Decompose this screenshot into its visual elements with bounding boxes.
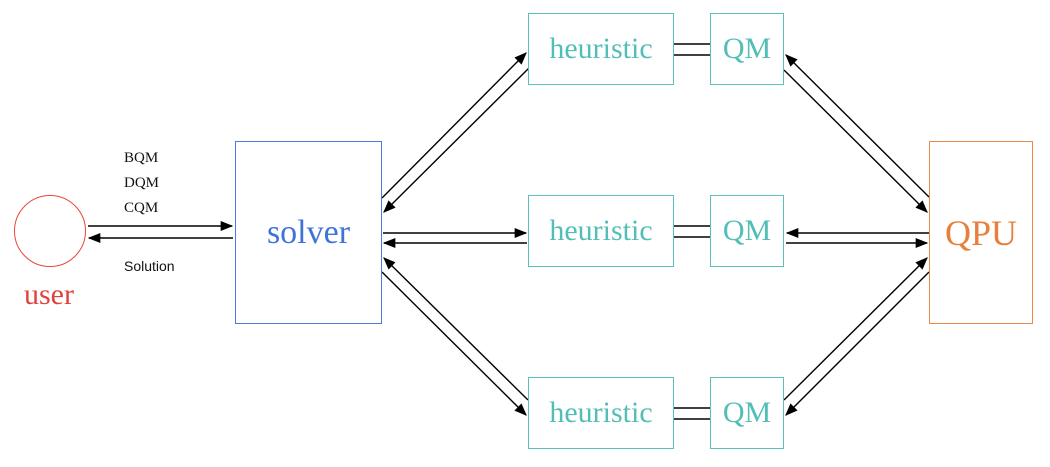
qm-box-middle: QM	[710, 195, 784, 267]
arrow-solver-to-top-heuristic	[381, 52, 527, 199]
arrow-top-qm-to-qpu	[783, 69, 928, 213]
heuristic-box-bottom: heuristic	[528, 377, 674, 449]
qpu-box: QPU	[929, 141, 1033, 324]
qm-label: QM	[722, 32, 772, 65]
arrow-qpu-to-top-qm	[785, 54, 930, 198]
qm-box-bottom: QM	[710, 377, 784, 449]
heuristic-label: heuristic	[549, 214, 653, 247]
input-label-bqm: BQM	[124, 150, 159, 166]
qm-box-top: QM	[710, 13, 784, 85]
arrow-qpu-to-bot-qm	[785, 271, 930, 416]
user-label: user	[24, 278, 74, 311]
qm-label: QM	[722, 214, 772, 247]
heuristic-label: heuristic	[549, 396, 653, 429]
heuristic-box-middle: heuristic	[528, 195, 674, 267]
arrow-bot-qm-to-qpu	[783, 257, 928, 401]
output-label-solution: Solution	[124, 258, 175, 274]
heuristic-label: heuristic	[549, 32, 653, 65]
solver-box: solver	[235, 141, 382, 324]
heuristic-box-top: heuristic	[528, 13, 674, 85]
qpu-label: QPU	[944, 212, 1018, 253]
arrow-solver-to-bot-heuristic	[381, 271, 527, 416]
qm-label: QM	[722, 396, 772, 429]
arrow-top-heuristic-to-solver	[383, 67, 530, 213]
arrow-bot-heuristic-to-solver	[383, 257, 529, 401]
solver-label: solver	[266, 213, 351, 251]
input-label-cqm: CQM	[124, 200, 159, 216]
input-label-dqm: DQM	[124, 175, 160, 191]
user-node	[14, 195, 86, 267]
